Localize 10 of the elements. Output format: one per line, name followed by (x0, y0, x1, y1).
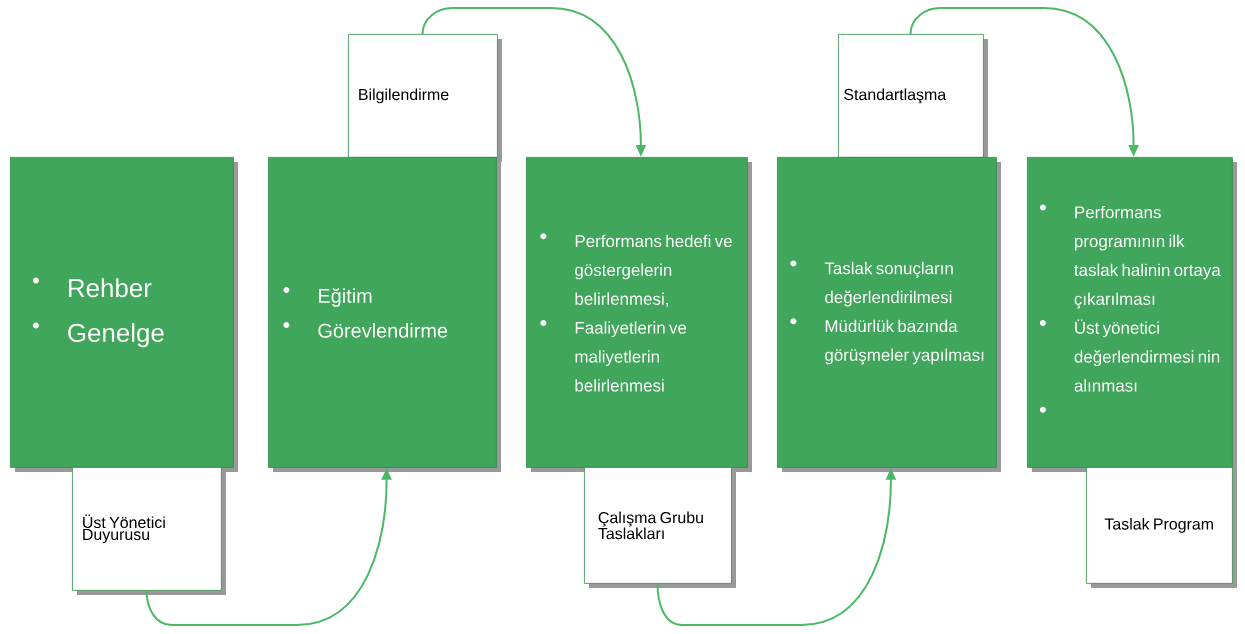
label-box: Çalışma Grubu Taslakları (584, 467, 736, 588)
label-box: Standartlaşma (838, 34, 988, 162)
bullet-list-box: Rehber Genelge (10, 157, 238, 472)
bullet-list-box: Performans hedefi ve göstergelerin belirlenmesi, Faaliyetlerin ve maliyetlerin belirlenmesi (526, 157, 752, 472)
label-box: Üst Yönetici Duyurusu (72, 467, 226, 595)
bullet-list-box: Performans programının ilk taslak halinin ortaya çıkarılması Üst yönetici değerlendirmesi nin alınması (1027, 157, 1237, 472)
bullet-list-box: Eğitim Görevlendirme (268, 157, 501, 472)
label-box: Bilgilendirme (348, 34, 502, 162)
label-box: Taslak Program (1086, 467, 1237, 588)
bullet-list-box: Taslak sonuçların değerlendirilmesi Müdürlük bazında görüşmeler yapılması (777, 157, 1001, 472)
